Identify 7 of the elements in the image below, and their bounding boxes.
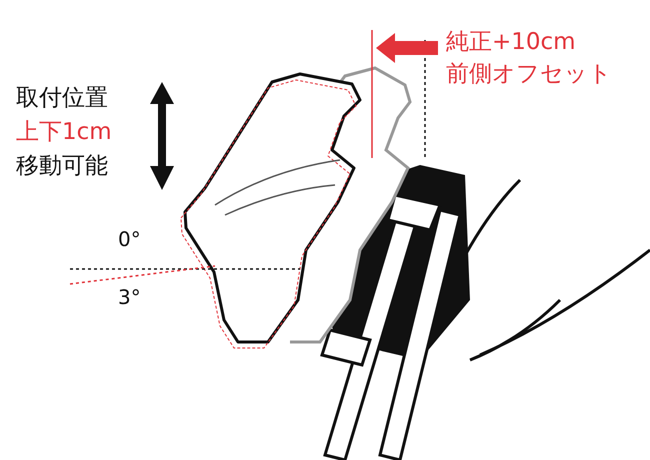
annotation-text: 純正+10cm bbox=[446, 30, 576, 56]
annotation-text: 移動可能 bbox=[16, 154, 108, 180]
annotation-text: 上下1cm bbox=[16, 120, 112, 146]
annotation-text: 0° bbox=[118, 228, 141, 250]
annotation-text: 前側オフセット bbox=[446, 62, 612, 88]
annotation-text: 3° bbox=[118, 286, 141, 308]
annotation-text: 取付位置 bbox=[16, 86, 108, 112]
